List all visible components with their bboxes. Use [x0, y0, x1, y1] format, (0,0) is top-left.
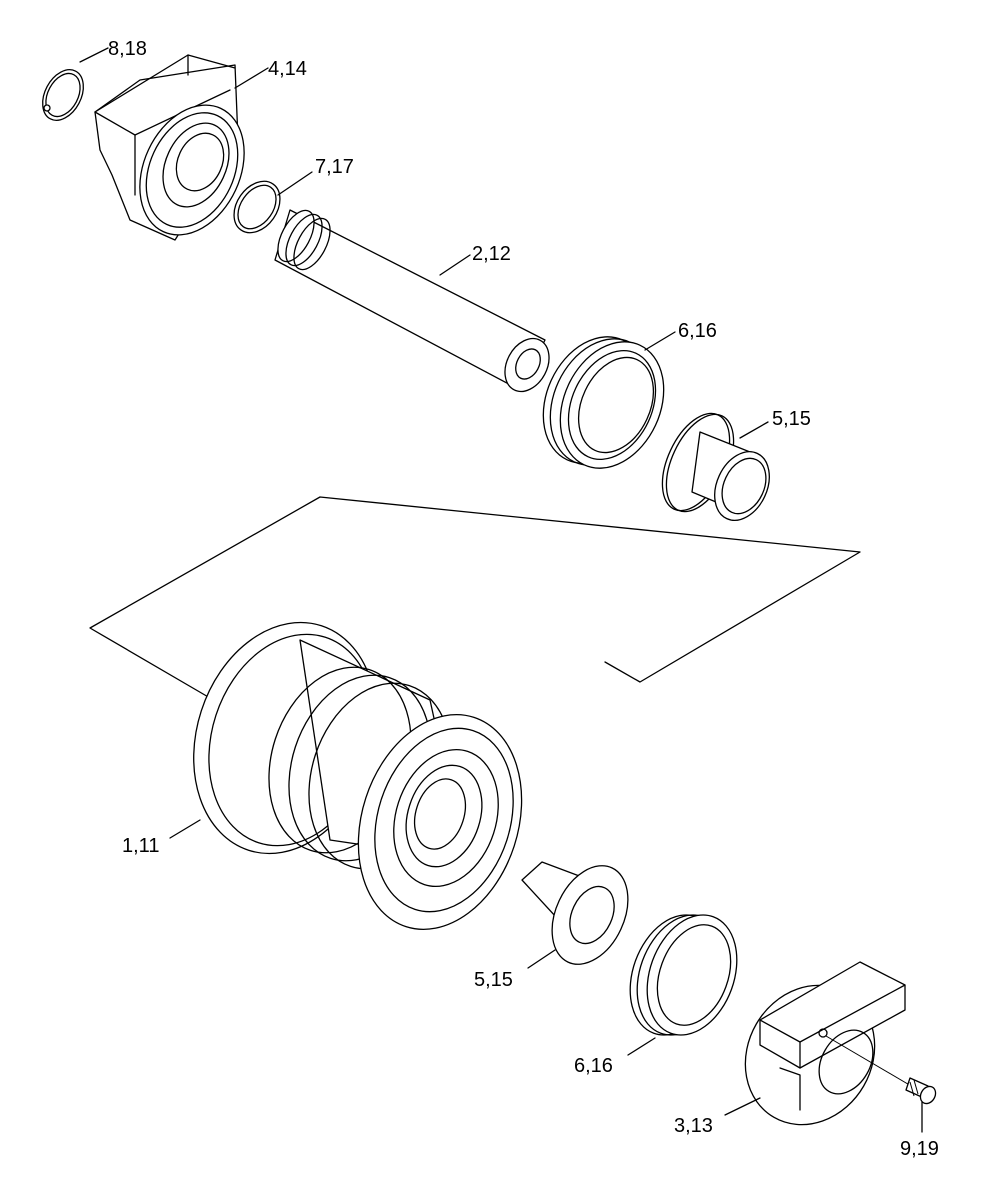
part-snap-ring-top [42, 69, 84, 121]
part-seal-top [542, 336, 665, 469]
label-5-15-top: 5,15 [772, 408, 811, 430]
part-screw [825, 1035, 937, 1105]
label-1-11: 1,11 [122, 835, 159, 857]
leader-lines [79, 47, 923, 1133]
label-9-19: 9,19 [900, 1138, 939, 1160]
part-bracket-bottom [744, 961, 906, 1126]
part-bracket-top [94, 54, 245, 241]
label-5-15-bottom: 5,15 [474, 969, 513, 991]
label-6-16-top: 6,16 [678, 320, 717, 342]
part-o-ring [233, 180, 281, 234]
part-seal-bottom [629, 914, 738, 1036]
part-shaft [274, 209, 550, 393]
label-3-13: 3,13 [674, 1115, 713, 1137]
label-4-14: 4,14 [268, 58, 307, 80]
part-labels: 8,18 4,14 7,17 2,12 6,16 5,15 1,11 5,15 … [108, 38, 939, 1160]
label-8-18: 8,18 [108, 38, 147, 60]
label-6-16-bottom: 6,16 [574, 1055, 613, 1077]
label-7-17: 7,17 [315, 156, 354, 178]
assembly-plane [89, 496, 861, 699]
label-2-12: 2,12 [472, 243, 511, 265]
part-bushing-bottom [521, 861, 629, 965]
part-roller [193, 621, 523, 931]
part-bushing-top [661, 412, 770, 521]
